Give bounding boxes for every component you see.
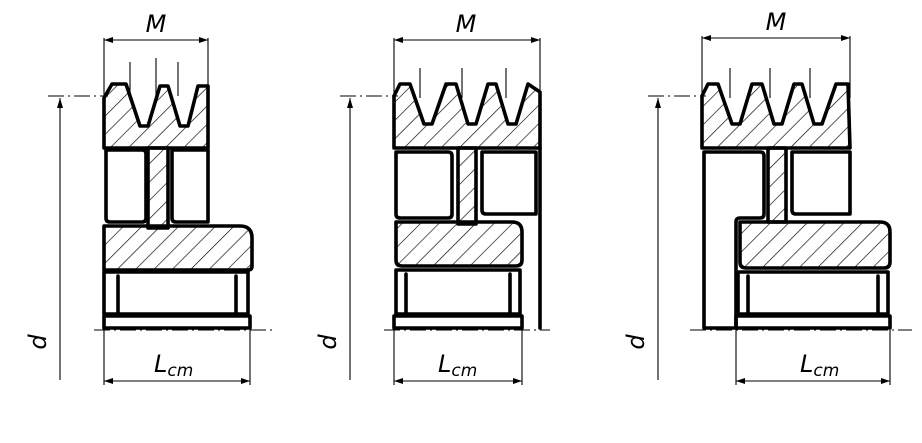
rim-3: [700, 82, 852, 150]
m-label-2: M: [456, 10, 477, 38]
bore-2: [394, 268, 522, 316]
bore-3: [736, 270, 890, 316]
base-3: [734, 314, 892, 330]
hub-2: [394, 220, 524, 268]
l-label-2: Lcm: [438, 350, 477, 381]
d-label-1: d: [24, 334, 52, 350]
pulley-2: M d Lcm: [314, 10, 550, 385]
web-3: [766, 146, 788, 224]
base-2: [392, 314, 524, 330]
hub-1: [102, 224, 254, 272]
window-right-1: [170, 148, 210, 224]
pulley-1: M d: [24, 10, 272, 385]
m-dimension-3: M: [701, 8, 851, 98]
m-label-1: M: [146, 10, 167, 38]
d-dimension-3: d: [622, 95, 912, 380]
rim-2: [392, 82, 542, 150]
m-dimension-1: M: [103, 10, 209, 98]
window-left-3: [702, 150, 766, 330]
bore-1: [102, 270, 250, 316]
l-label-1: Lcm: [154, 350, 193, 381]
d-label-2: d: [314, 334, 342, 350]
rim-1: [102, 82, 210, 150]
window-right-3: [790, 150, 852, 216]
window-left-2: [394, 150, 454, 220]
window-right-2: [480, 150, 538, 216]
d-label-3: d: [622, 334, 650, 350]
base-1: [102, 314, 252, 330]
web-1: [146, 146, 170, 230]
l-label-3: Lcm: [800, 350, 839, 381]
l-dimension-2: Lcm: [393, 330, 523, 385]
d-dimension-1: d: [24, 95, 272, 380]
hub-3: [738, 220, 892, 270]
m-dimension-2: M: [393, 10, 541, 98]
web-2: [456, 146, 478, 226]
l-dimension-1: Lcm: [103, 330, 251, 385]
pulley-3: M d Lcm: [622, 8, 912, 385]
l-dimension-3: Lcm: [735, 330, 891, 385]
window-left-1: [104, 148, 148, 224]
m-label-3: M: [766, 8, 787, 36]
